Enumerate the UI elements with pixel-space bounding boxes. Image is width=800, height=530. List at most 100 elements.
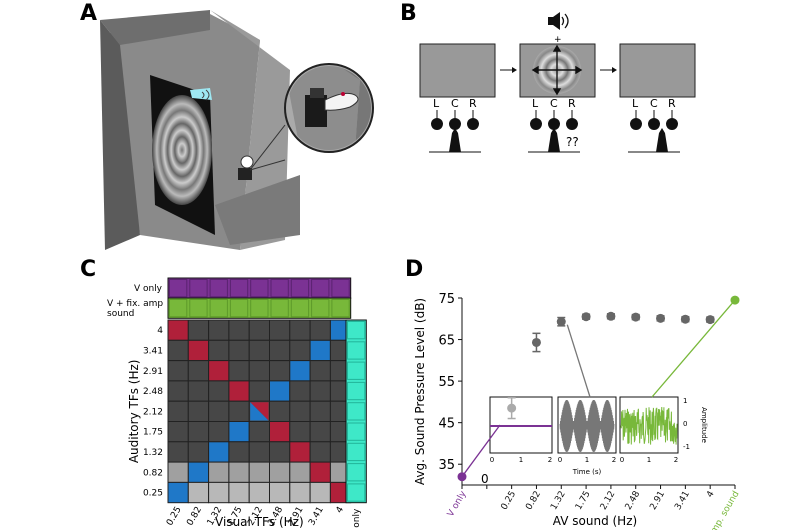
inset-x-tick-label: 0 <box>490 456 494 464</box>
heatmap-cell <box>208 319 230 341</box>
x-tick-label: 4 <box>335 505 347 515</box>
heatmap-cell <box>167 400 189 423</box>
heatmap-cell <box>208 461 230 483</box>
port-label: C <box>650 97 658 110</box>
heatmap-cell <box>289 339 311 362</box>
x-tick-label: 2.48 <box>624 489 643 512</box>
heatmap-cell <box>208 441 230 463</box>
heatmap-cell <box>167 441 189 463</box>
heatmap-cell <box>228 380 250 402</box>
heatmap-cell <box>248 461 270 483</box>
v-only-cell <box>229 279 249 298</box>
rat-silhouette <box>656 128 668 152</box>
a-only-cell <box>347 361 366 380</box>
v-only-label: V only <box>134 284 163 294</box>
y-tick-label: 45 <box>438 417 455 432</box>
port-label: R <box>469 97 477 110</box>
heatmap-cell <box>228 339 250 362</box>
port-label: L <box>532 97 539 110</box>
a-only-cell <box>347 422 366 441</box>
heatmap-cell <box>208 339 230 362</box>
port-label: C <box>550 97 558 110</box>
speaker-icon <box>548 12 569 30</box>
v-only-cell <box>189 279 208 298</box>
heatmap-cell <box>248 319 270 341</box>
inset-x-tick-label: 0 <box>620 456 624 464</box>
x-tick-label: 2.91 <box>648 490 667 512</box>
heatmap-cell <box>228 421 250 443</box>
port-label: L <box>632 97 639 110</box>
rat-silhouette <box>449 128 461 152</box>
panel-label-d: D <box>405 257 423 282</box>
v-only-cell <box>250 279 269 298</box>
x-tick-label: 4 <box>705 489 717 499</box>
heatmap-cell <box>269 380 291 402</box>
heatmap-cell <box>167 319 189 341</box>
data-point <box>730 295 740 305</box>
heatmap-cell <box>309 421 331 443</box>
x-tick-label: Fix. amp. sound <box>697 490 741 530</box>
heatmap-cell <box>228 400 250 423</box>
y-axis-label: Avg. Sound Pressure Level (dB) <box>413 298 427 485</box>
y-tick-label: 35 <box>438 458 455 473</box>
heatmap-cell <box>309 441 331 463</box>
heatmap-cell <box>289 380 311 402</box>
heatmap-cell <box>309 339 331 362</box>
heatmap-cell <box>208 421 230 443</box>
x-tick-label: 1.32 <box>549 490 568 512</box>
heatmap-cell <box>248 441 270 463</box>
x-tick-label: 1.75 <box>574 490 593 512</box>
heatmap-cell <box>309 400 331 423</box>
inset-x-tick-label: 1 <box>585 456 589 464</box>
y-tick-label: 75 <box>438 292 455 307</box>
heatmap-cell <box>289 421 311 443</box>
data-point <box>556 317 566 327</box>
heatmap-cell <box>269 400 291 423</box>
heatmap-cell <box>309 461 331 483</box>
x-axis-label: Visual TFs (Hz) <box>215 515 304 529</box>
x-tick-label: V only <box>446 489 469 519</box>
v-fix-amp-cell <box>229 299 249 318</box>
heatmap-cell <box>289 461 311 483</box>
rat-silhouette <box>548 128 560 152</box>
connector-av-sound <box>566 324 591 398</box>
panel-label-c: C <box>80 257 96 282</box>
heatmap-cell <box>309 481 331 504</box>
heatmap-cell <box>167 481 189 504</box>
heatmap-cell <box>289 360 311 382</box>
x-tick-label: 0.25 <box>500 490 519 512</box>
plus-sign: + <box>554 35 562 45</box>
heatmap-cell-half <box>250 402 269 421</box>
v-only-cell <box>290 279 310 298</box>
x-tick-label: 3.41 <box>673 490 692 512</box>
y-tick-label: 1.75 <box>143 428 163 438</box>
heatmap-cell <box>187 360 210 382</box>
data-point <box>631 312 641 322</box>
inset-x-tick-label: 2 <box>612 456 616 464</box>
v-fix-amp-cell <box>290 299 310 318</box>
inset-y-tick-label: -1 <box>683 443 690 451</box>
port-label: C <box>451 97 459 110</box>
y-tick-label: 2.91 <box>143 367 163 377</box>
x-tick-label: 0.82 <box>524 490 543 512</box>
heatmap-cell <box>289 319 311 341</box>
inset-x-tick-label: 0 <box>558 456 562 464</box>
heatmap-cell <box>289 441 311 463</box>
heatmap-cell <box>269 441 291 463</box>
a-only-cell <box>347 483 366 502</box>
arrow-2 <box>600 67 617 73</box>
heatmap-cell <box>248 339 270 362</box>
port-circle <box>666 118 678 130</box>
heatmap-cell <box>289 481 311 504</box>
data-point <box>531 337 541 347</box>
inset-x-tick-label: 1 <box>519 456 523 464</box>
port-circle <box>449 118 461 130</box>
a-only-cell <box>347 321 366 340</box>
inset-x-tick-label: 1 <box>647 456 651 464</box>
heatmap-cell <box>248 360 270 382</box>
port-circle <box>566 118 578 130</box>
v-only-cell <box>270 279 289 298</box>
heatmap-cell <box>167 339 189 362</box>
inset-x-label: Time (s) <box>572 468 602 476</box>
